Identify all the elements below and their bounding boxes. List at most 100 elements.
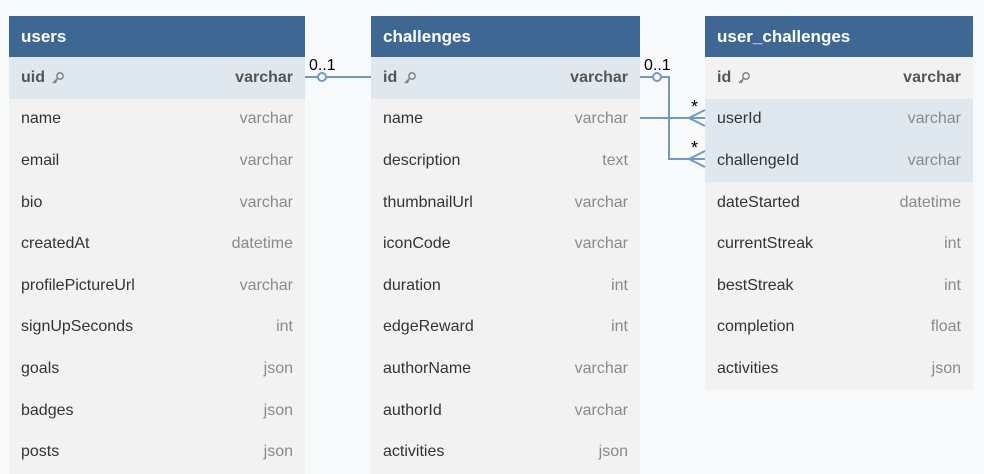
field-type: varchar [907, 110, 961, 128]
field-name: profilePictureUrl [21, 276, 135, 294]
field-name: uid [21, 68, 45, 86]
field-row-posts[interactable]: posts json [9, 431, 305, 473]
field-name: duration [383, 276, 441, 294]
field-row-datestarted[interactable]: dateStarted datetime [705, 182, 973, 224]
field-name: email [21, 151, 60, 169]
user-challenges-table[interactable]: user_challenges id varchar userId varcha… [705, 16, 973, 390]
field-row-authorid[interactable]: authorId varchar [371, 390, 640, 432]
field-row-activities[interactable]: activities json [371, 431, 640, 473]
field-type: int [944, 276, 961, 294]
field-type: int [276, 318, 293, 336]
field-row-duration[interactable]: duration int [371, 265, 640, 307]
optional-marker-icon [317, 72, 327, 82]
field-name: thumbnailUrl [383, 193, 473, 211]
field-row-name[interactable]: name varchar [371, 99, 640, 141]
field-row-activities[interactable]: activities json [705, 348, 973, 390]
field-name: authorId [383, 401, 442, 419]
connector-users-challenges[interactable] [305, 72, 371, 82]
field-name-cell: id [717, 69, 751, 87]
field-name: edgeReward [383, 318, 474, 336]
field-type: varchar [574, 359, 628, 377]
field-row-badges[interactable]: badges json [9, 390, 305, 432]
field-name: activities [383, 443, 445, 461]
crowfoot-icon [686, 150, 706, 168]
field-name: completion [717, 318, 795, 336]
field-type: varchar [574, 110, 628, 128]
table-title: users [21, 26, 67, 46]
field-row-createdat[interactable]: createdAt datetime [9, 223, 305, 265]
field-name: challengeId [717, 151, 799, 169]
field-row-bio[interactable]: bio varchar [9, 182, 305, 224]
field-name: createdAt [21, 235, 90, 253]
field-type: int [944, 235, 961, 253]
field-name: signUpSeconds [21, 318, 134, 336]
field-type: varchar [239, 151, 293, 169]
field-row-uid[interactable]: uid varchar [9, 57, 305, 99]
field-row-edgereward[interactable]: edgeReward int [371, 307, 640, 349]
crowfoot-icon [686, 109, 706, 127]
field-row-id[interactable]: id varchar [371, 57, 640, 99]
field-name: badges [21, 401, 74, 419]
field-name: activities [717, 359, 779, 377]
field-type: int [611, 276, 628, 294]
field-type: json [263, 401, 293, 419]
field-type: varchar [574, 401, 628, 419]
field-row-goals[interactable]: goals json [9, 348, 305, 390]
field-type: int [611, 318, 628, 336]
field-name: dateStarted [717, 193, 800, 211]
user-challenges-table-header[interactable]: user_challenges [705, 16, 973, 57]
field-name: goals [21, 359, 60, 377]
field-type: json [263, 359, 293, 377]
key-icon [737, 71, 751, 85]
field-name: id [383, 68, 398, 86]
field-name: name [383, 110, 424, 128]
field-name: userId [717, 110, 762, 128]
field-name: description [383, 151, 461, 169]
field-name: bestStreak [717, 276, 794, 294]
challenges-table[interactable]: challenges id varchar name varchar descr… [371, 16, 640, 474]
field-row-thumbnailurl[interactable]: thumbnailUrl varchar [371, 182, 640, 224]
field-name-cell: id [383, 69, 417, 87]
field-row-iconcode[interactable]: iconCode varchar [371, 223, 640, 265]
cardinality-label: 0..1 [309, 57, 336, 74]
field-name: currentStreak [717, 235, 814, 253]
challenges-table-header[interactable]: challenges [371, 16, 640, 57]
optional-marker-icon [652, 72, 662, 82]
cardinality-label: 0..1 [644, 57, 671, 74]
field-row-challengeid[interactable]: challengeId varchar [705, 140, 973, 182]
cardinality-label: * [691, 138, 699, 158]
users-table[interactable]: users uid varchar name varchar email var… [9, 16, 305, 474]
field-type: varchar [239, 193, 293, 211]
relation-line [668, 77, 705, 160]
field-row-id[interactable]: id varchar [705, 57, 973, 99]
field-name: authorName [383, 359, 472, 377]
key-icon [51, 71, 65, 85]
field-type: varchar [907, 151, 961, 169]
field-row-currentstreak[interactable]: currentStreak int [705, 223, 973, 265]
field-row-email[interactable]: email varchar [9, 140, 305, 182]
cardinality-label: * [691, 97, 699, 117]
field-type: datetime [899, 193, 961, 211]
field-row-beststreak[interactable]: bestStreak int [705, 265, 973, 307]
field-name: posts [21, 443, 60, 461]
field-type: datetime [231, 235, 293, 253]
field-type: json [931, 359, 961, 377]
field-row-name[interactable]: name varchar [9, 99, 305, 141]
table-title: user_challenges [717, 26, 851, 46]
field-row-completion[interactable]: completion float [705, 307, 973, 349]
field-type: varchar [574, 193, 628, 211]
key-icon [403, 71, 417, 85]
field-name: iconCode [383, 235, 451, 253]
users-table-header[interactable]: users [9, 16, 305, 57]
field-row-signupseconds[interactable]: signUpSeconds int [9, 307, 305, 349]
field-row-authorname[interactable]: authorName varchar [371, 348, 640, 390]
field-type: float [930, 318, 961, 336]
field-type: varchar [570, 68, 628, 86]
field-type: varchar [574, 235, 628, 253]
field-type: varchar [239, 276, 293, 294]
field-row-description[interactable]: description text [371, 140, 640, 182]
connector-challenges-challengeid[interactable] [668, 77, 706, 168]
field-row-userid[interactable]: userId varchar [705, 98, 973, 141]
field-row-profilepictureurl[interactable]: profilePictureUrl varchar [9, 265, 305, 307]
